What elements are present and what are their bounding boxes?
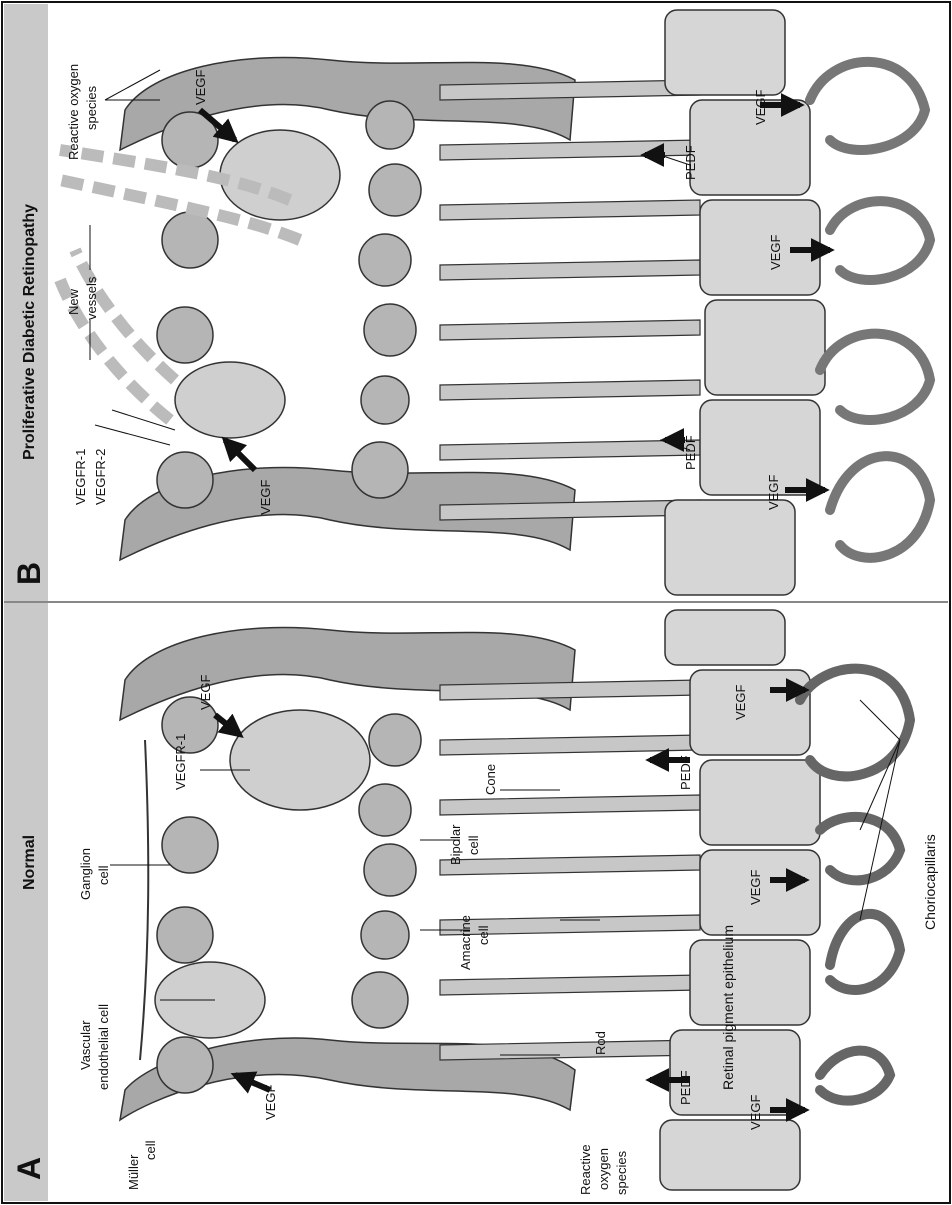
photoreceptors-a xyxy=(440,680,700,1060)
choriocapillaris-b xyxy=(810,62,930,558)
label-vegf-a1: VEGF xyxy=(263,1085,278,1120)
label-vegf-b1: VEGF xyxy=(258,480,273,515)
label-chorio: Choriocapillaris xyxy=(922,834,938,930)
label-vegf-b4: VEGF xyxy=(768,235,783,270)
label-ros-a: Reactive xyxy=(578,1144,593,1195)
label-vegf-a2: VEGF xyxy=(198,675,213,710)
panel-b: B Proliferative Diabetic Retinopathy xyxy=(4,4,930,600)
label-bipolar-2: cell xyxy=(466,835,481,855)
label-muller: Müller xyxy=(126,1154,141,1190)
label-vegf-a3: VEGF xyxy=(748,1095,763,1130)
label-new-vessels-2: vessels xyxy=(84,276,99,320)
label-amacrine-2: cell xyxy=(476,925,491,945)
label-pedf-b1: PEDF xyxy=(683,435,698,470)
label-vegf-b3: VEGF xyxy=(766,475,781,510)
label-vegfr2-b: VEGFR-2 xyxy=(93,449,108,505)
label-vegf-a4: VEGF xyxy=(748,870,763,905)
label-ganglion-2: cell xyxy=(96,865,111,885)
label-vascular-2: endothelial cell xyxy=(96,1004,111,1090)
rpe-layer-b xyxy=(665,10,825,595)
label-pedf-a1: PEDF xyxy=(678,1070,693,1105)
label-vascular: Vascular xyxy=(78,1020,93,1070)
label-vegf-a5: VEGF xyxy=(733,685,748,720)
label-ros-b-2: species xyxy=(84,85,99,130)
label-ganglion: Ganglion xyxy=(78,848,93,900)
label-pedf-a2: PEDF xyxy=(678,755,693,790)
label-vegf-b2: VEGF xyxy=(193,70,208,105)
label-new-vessels: New xyxy=(66,288,81,315)
label-rod: Rod xyxy=(593,1031,608,1055)
label-bipolar: Bipolar xyxy=(448,824,463,865)
label-ros-a-3: species xyxy=(614,1150,629,1195)
label-amacrine: Amacrine xyxy=(458,915,473,970)
panel-b-letter: B xyxy=(11,562,47,585)
label-vegfr1-b: VEGFR-1 xyxy=(73,449,88,505)
muller-fiber xyxy=(140,740,148,1060)
label-pedf-b2: PEDF xyxy=(683,145,698,180)
panel-b-title: Proliferative Diabetic Retinopathy xyxy=(21,204,38,460)
panel-a-letter: A xyxy=(11,1157,47,1180)
vessels-b xyxy=(175,130,340,438)
label-ros-a-2: oxygen xyxy=(596,1148,611,1190)
photoreceptors-b xyxy=(440,80,700,520)
panel-a-title: Normal xyxy=(21,835,38,890)
label-rpe: Retinal pigment epithelium xyxy=(720,925,736,1090)
label-ros-b: Reactive oxygen xyxy=(66,64,81,160)
label-vegf-b5: VEGF xyxy=(753,90,768,125)
label-vegfr1-a: VEGFR-1 xyxy=(173,734,188,790)
label-muller-2: cell xyxy=(143,1140,158,1160)
bipolar-cells-b xyxy=(352,101,421,498)
label-cone: Cone xyxy=(483,764,498,795)
